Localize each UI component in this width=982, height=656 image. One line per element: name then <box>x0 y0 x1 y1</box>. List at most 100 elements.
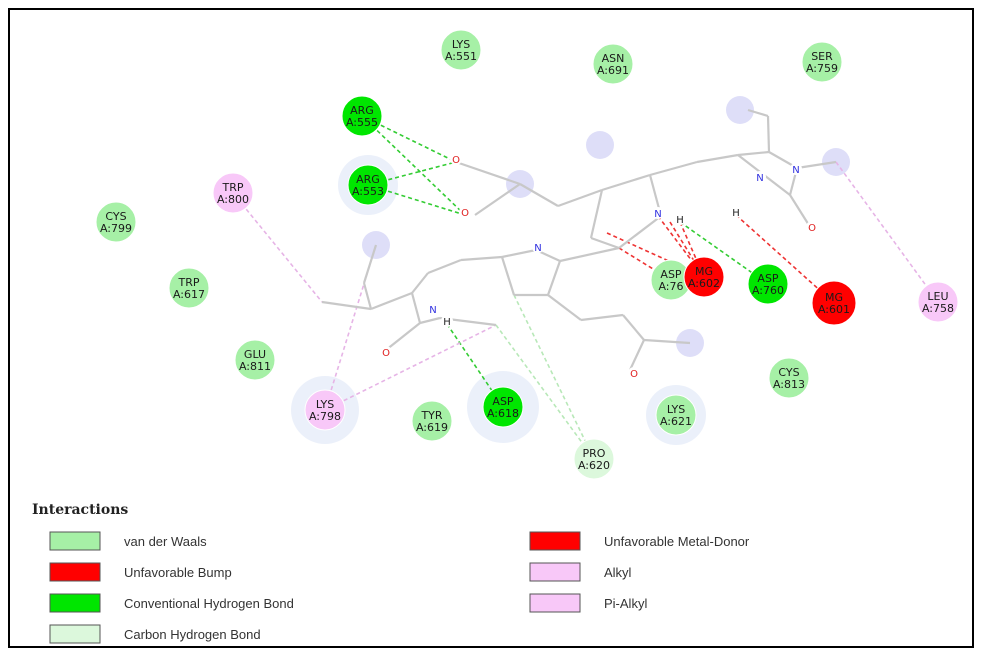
residue-circle <box>811 280 857 326</box>
residue-circle <box>341 95 383 137</box>
residue-number: A:619 <box>416 421 448 434</box>
ligand-bond <box>622 314 645 341</box>
residue-number: A:620 <box>578 459 610 472</box>
interaction-line <box>835 161 939 303</box>
legend-label: Alkyl <box>604 565 632 580</box>
interaction-lines <box>232 115 939 460</box>
legend-label: Pi-Alkyl <box>604 596 647 611</box>
atom-label-bg <box>652 207 664 219</box>
residue-name: TRP <box>222 181 244 194</box>
ligand-bond <box>362 282 373 310</box>
residue-name: MG <box>695 265 713 278</box>
atom-label-bg <box>380 346 392 358</box>
atom-label-bg <box>806 221 818 233</box>
interaction-line <box>361 115 466 216</box>
residue-number: A:618 <box>487 407 519 420</box>
oxygen-atom: O <box>630 369 638 380</box>
residue-name: ARG <box>356 173 380 186</box>
hydrogen-atom: H <box>732 208 740 219</box>
legend-label: Unfavorable Metal-Donor <box>604 534 750 549</box>
ligand-bond <box>618 215 662 249</box>
residue-circle <box>347 164 389 206</box>
ligand-bond <box>589 189 604 239</box>
residue-circle <box>801 41 843 83</box>
legend-swatch <box>529 531 581 551</box>
ligand-bond <box>580 313 624 322</box>
hydrogen-atom: H <box>676 215 684 226</box>
residue-number: A:553 <box>352 185 384 198</box>
ligand-bond <box>501 248 537 259</box>
ligand-bond <box>559 246 620 263</box>
nitrogen-atom: N <box>429 305 436 316</box>
legend-title: Interactions <box>32 502 128 518</box>
residue-circle <box>482 386 524 428</box>
oxygen-atom: O <box>808 223 816 234</box>
ligand-bond <box>410 292 422 324</box>
ligand-bond <box>427 258 462 275</box>
ligand-bond <box>460 255 503 262</box>
legend-label: Conventional Hydrogen Bond <box>124 596 294 611</box>
interaction-line <box>446 323 504 408</box>
atom-label-bg <box>450 153 462 165</box>
residue-number: A:691 <box>597 64 629 77</box>
residue-name: ASN <box>602 52 625 65</box>
legend-item-conventional-hbond: Conventional Hydrogen Bond <box>49 593 294 613</box>
atom-label-bg <box>730 206 742 218</box>
oxygen-atom: O <box>382 348 390 359</box>
residue-number: A:76 <box>658 280 683 293</box>
residue-circle <box>168 267 210 309</box>
interaction-line <box>735 214 835 304</box>
ligand-bond <box>546 260 562 296</box>
residue-number: A:758 <box>922 302 954 315</box>
ligand-bond <box>500 256 516 296</box>
legend-label: van der Waals <box>124 534 207 549</box>
residue-name: ASP <box>660 268 682 281</box>
residue-number: A:760 <box>752 284 784 297</box>
legend-swatch <box>49 531 101 551</box>
legend-label: Unfavorable Bump <box>124 565 232 580</box>
ligand-bond <box>370 291 413 311</box>
ligand-bond <box>601 173 651 192</box>
oxygen-atom: O <box>452 155 460 166</box>
ligand-bond <box>557 188 603 208</box>
residue-circle <box>440 29 482 71</box>
nitrogen-atom: N <box>792 165 799 176</box>
residue-number: A:798 <box>309 410 341 423</box>
legend-item-van-der-waals: van der Waals <box>49 531 207 551</box>
nitrogen-atom: N <box>534 243 541 254</box>
legend-swatch <box>49 624 101 644</box>
residue-name: TYR <box>420 409 442 422</box>
residue-circle <box>411 400 453 442</box>
residue-number: A:813 <box>773 378 805 391</box>
ligand-bond <box>474 183 521 216</box>
residue-number: A:800 <box>217 193 249 206</box>
residue-name: TRP <box>178 276 200 289</box>
atom-label-bg <box>532 241 544 253</box>
residue-circle <box>917 281 959 323</box>
residue-name: SER <box>811 50 833 63</box>
legend-item-unfavorable-bump: Unfavorable Bump <box>49 562 232 582</box>
residue-circle <box>212 172 254 214</box>
residue-name: CYS <box>105 210 126 223</box>
residue-number: A:602 <box>688 277 720 290</box>
ligand-bond <box>590 236 620 250</box>
interaction-line <box>324 324 497 411</box>
residue-circle <box>234 339 276 381</box>
residue-name: LEU <box>927 290 948 303</box>
atom-label-bg <box>754 171 766 183</box>
legend-item-alkyl: Alkyl <box>529 562 632 582</box>
residue-name: ASP <box>757 272 779 285</box>
residue-number: A:551 <box>445 50 477 63</box>
interaction-line <box>232 192 323 303</box>
interaction-line <box>669 221 705 278</box>
